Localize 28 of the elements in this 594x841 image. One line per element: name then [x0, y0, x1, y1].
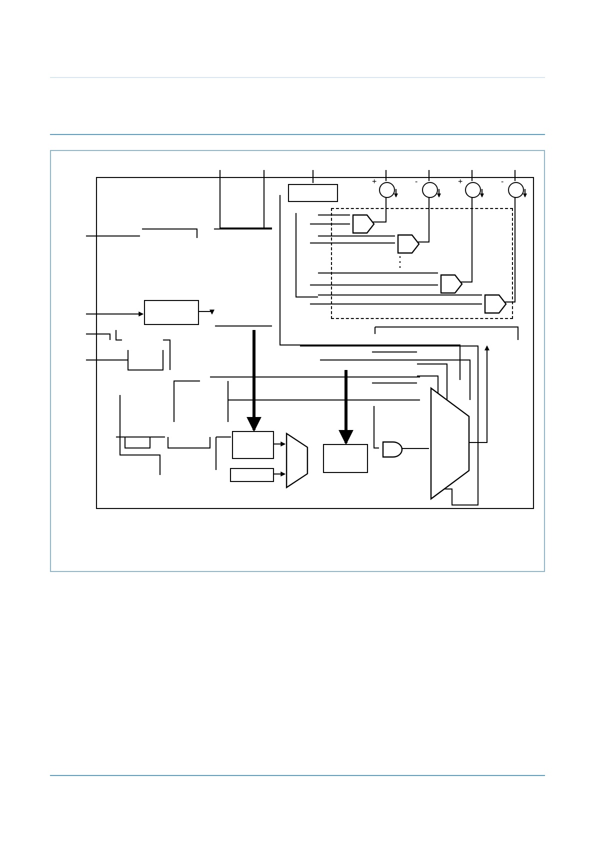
arrow	[468, 345, 490, 443]
connector-line	[460, 196, 472, 282]
logic-box	[144, 300, 199, 325]
multiplexer-symbol	[430, 387, 470, 500]
logic-gate-symbol	[440, 274, 463, 294]
arrow	[272, 472, 286, 476]
connector-line	[402, 448, 430, 449]
arrow	[86, 312, 144, 316]
arrow	[246, 330, 262, 432]
logic-gate-symbol	[352, 214, 375, 234]
multiplexer-symbol	[286, 433, 308, 488]
block-diagram-frame	[96, 177, 534, 509]
sign-label: +	[372, 178, 377, 186]
connector-line	[418, 196, 430, 242]
logic-gate-symbol	[484, 294, 507, 314]
logic-box	[288, 184, 338, 202]
logic-box	[232, 431, 274, 459]
connector-line	[372, 196, 386, 222]
logic-box	[323, 444, 368, 473]
logic-gate-symbol	[397, 234, 420, 254]
logic-box	[230, 468, 274, 482]
arrow	[272, 442, 286, 446]
sign-label: +	[458, 178, 463, 186]
arrow	[198, 310, 214, 315]
dashed-boundary	[331, 208, 513, 319]
and-gate-symbol	[382, 441, 403, 458]
arrow	[338, 370, 354, 445]
connector-line	[504, 196, 516, 302]
